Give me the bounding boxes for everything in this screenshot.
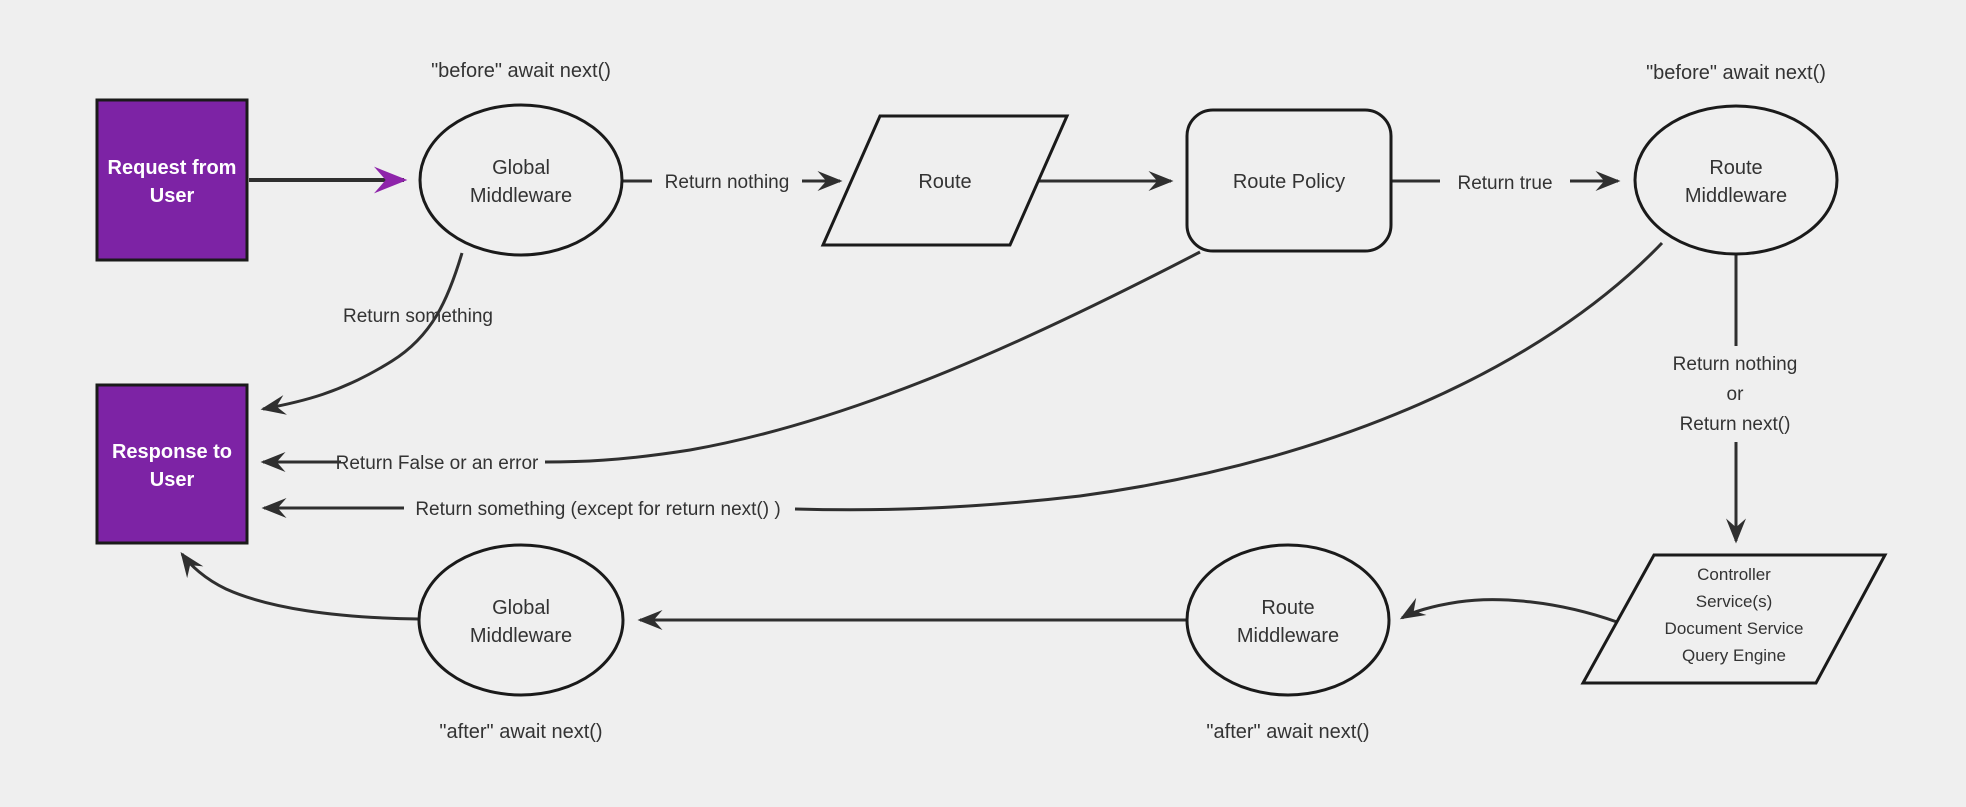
global-middleware-top-node <box>418 103 624 257</box>
global-middleware-bottom-label-line1: Global <box>492 597 550 619</box>
controller-label-line3: Document Service <box>1665 619 1804 638</box>
after-await-next-global-label: "after" await next() <box>439 721 602 743</box>
route-middleware-top-label-line1: Route <box>1709 157 1762 179</box>
route-label: Route <box>918 171 971 193</box>
request-from-user-label-line1: Request from <box>108 157 237 179</box>
before-await-next-route-label: "before" await next() <box>1646 62 1826 84</box>
edge-global-to-response <box>260 252 464 415</box>
edge-policy-to-response-curve <box>544 250 1201 464</box>
route-middleware-bottom-node <box>1185 543 1391 697</box>
route-policy-node <box>1185 108 1393 253</box>
global-middleware-top-label-line2: Middleware <box>470 185 572 207</box>
route-middleware-bottom-label-line2: Middleware <box>1237 625 1339 647</box>
route-middleware-bottom-label-line1: Route <box>1261 597 1314 619</box>
controller-label-line1: Controller <box>1697 565 1771 584</box>
return-nothing-or-next-label-line2: or <box>1727 384 1745 405</box>
route-node <box>820 114 1070 247</box>
controller-services-node <box>1580 553 1888 685</box>
route-policy-label: Route Policy <box>1233 171 1345 193</box>
edge-routemw-to-response-curve <box>794 241 1664 512</box>
route-middleware-top-label-line2: Middleware <box>1685 185 1787 207</box>
edge-global-bottom-to-response <box>180 551 420 621</box>
global-middleware-top-label-line1: Global <box>492 157 550 179</box>
return-false-edge-label: Return False or an error <box>336 453 539 474</box>
return-something-except-edge-label: Return something (except for return next… <box>415 499 780 520</box>
response-to-user-label-line2: User <box>150 469 195 491</box>
response-to-user-label-line1: Response to <box>112 441 232 463</box>
edge-controller-to-routemw-bottom <box>1399 597 1618 624</box>
global-middleware-bottom-node <box>417 543 625 697</box>
request-from-user-label-line2: User <box>150 185 195 207</box>
before-await-next-global-label: "before" await next() <box>431 60 611 82</box>
after-await-next-route-label: "after" await next() <box>1206 721 1369 743</box>
return-nothing-edge-label: Return nothing <box>665 172 790 193</box>
return-something-edge-label: Return something <box>343 306 493 327</box>
controller-label-line2: Service(s) <box>1696 592 1773 611</box>
global-middleware-bottom-label-line2: Middleware <box>470 625 572 647</box>
response-to-user-node <box>95 383 249 545</box>
return-nothing-or-next-label-line3: Return next() <box>1680 414 1791 435</box>
controller-label-line4: Query Engine <box>1682 646 1786 665</box>
return-nothing-or-next-label-line1: Return nothing <box>1673 354 1798 375</box>
request-from-user-node <box>95 98 249 262</box>
return-true-edge-label: Return true <box>1457 173 1552 194</box>
route-middleware-top-node <box>1633 104 1839 256</box>
